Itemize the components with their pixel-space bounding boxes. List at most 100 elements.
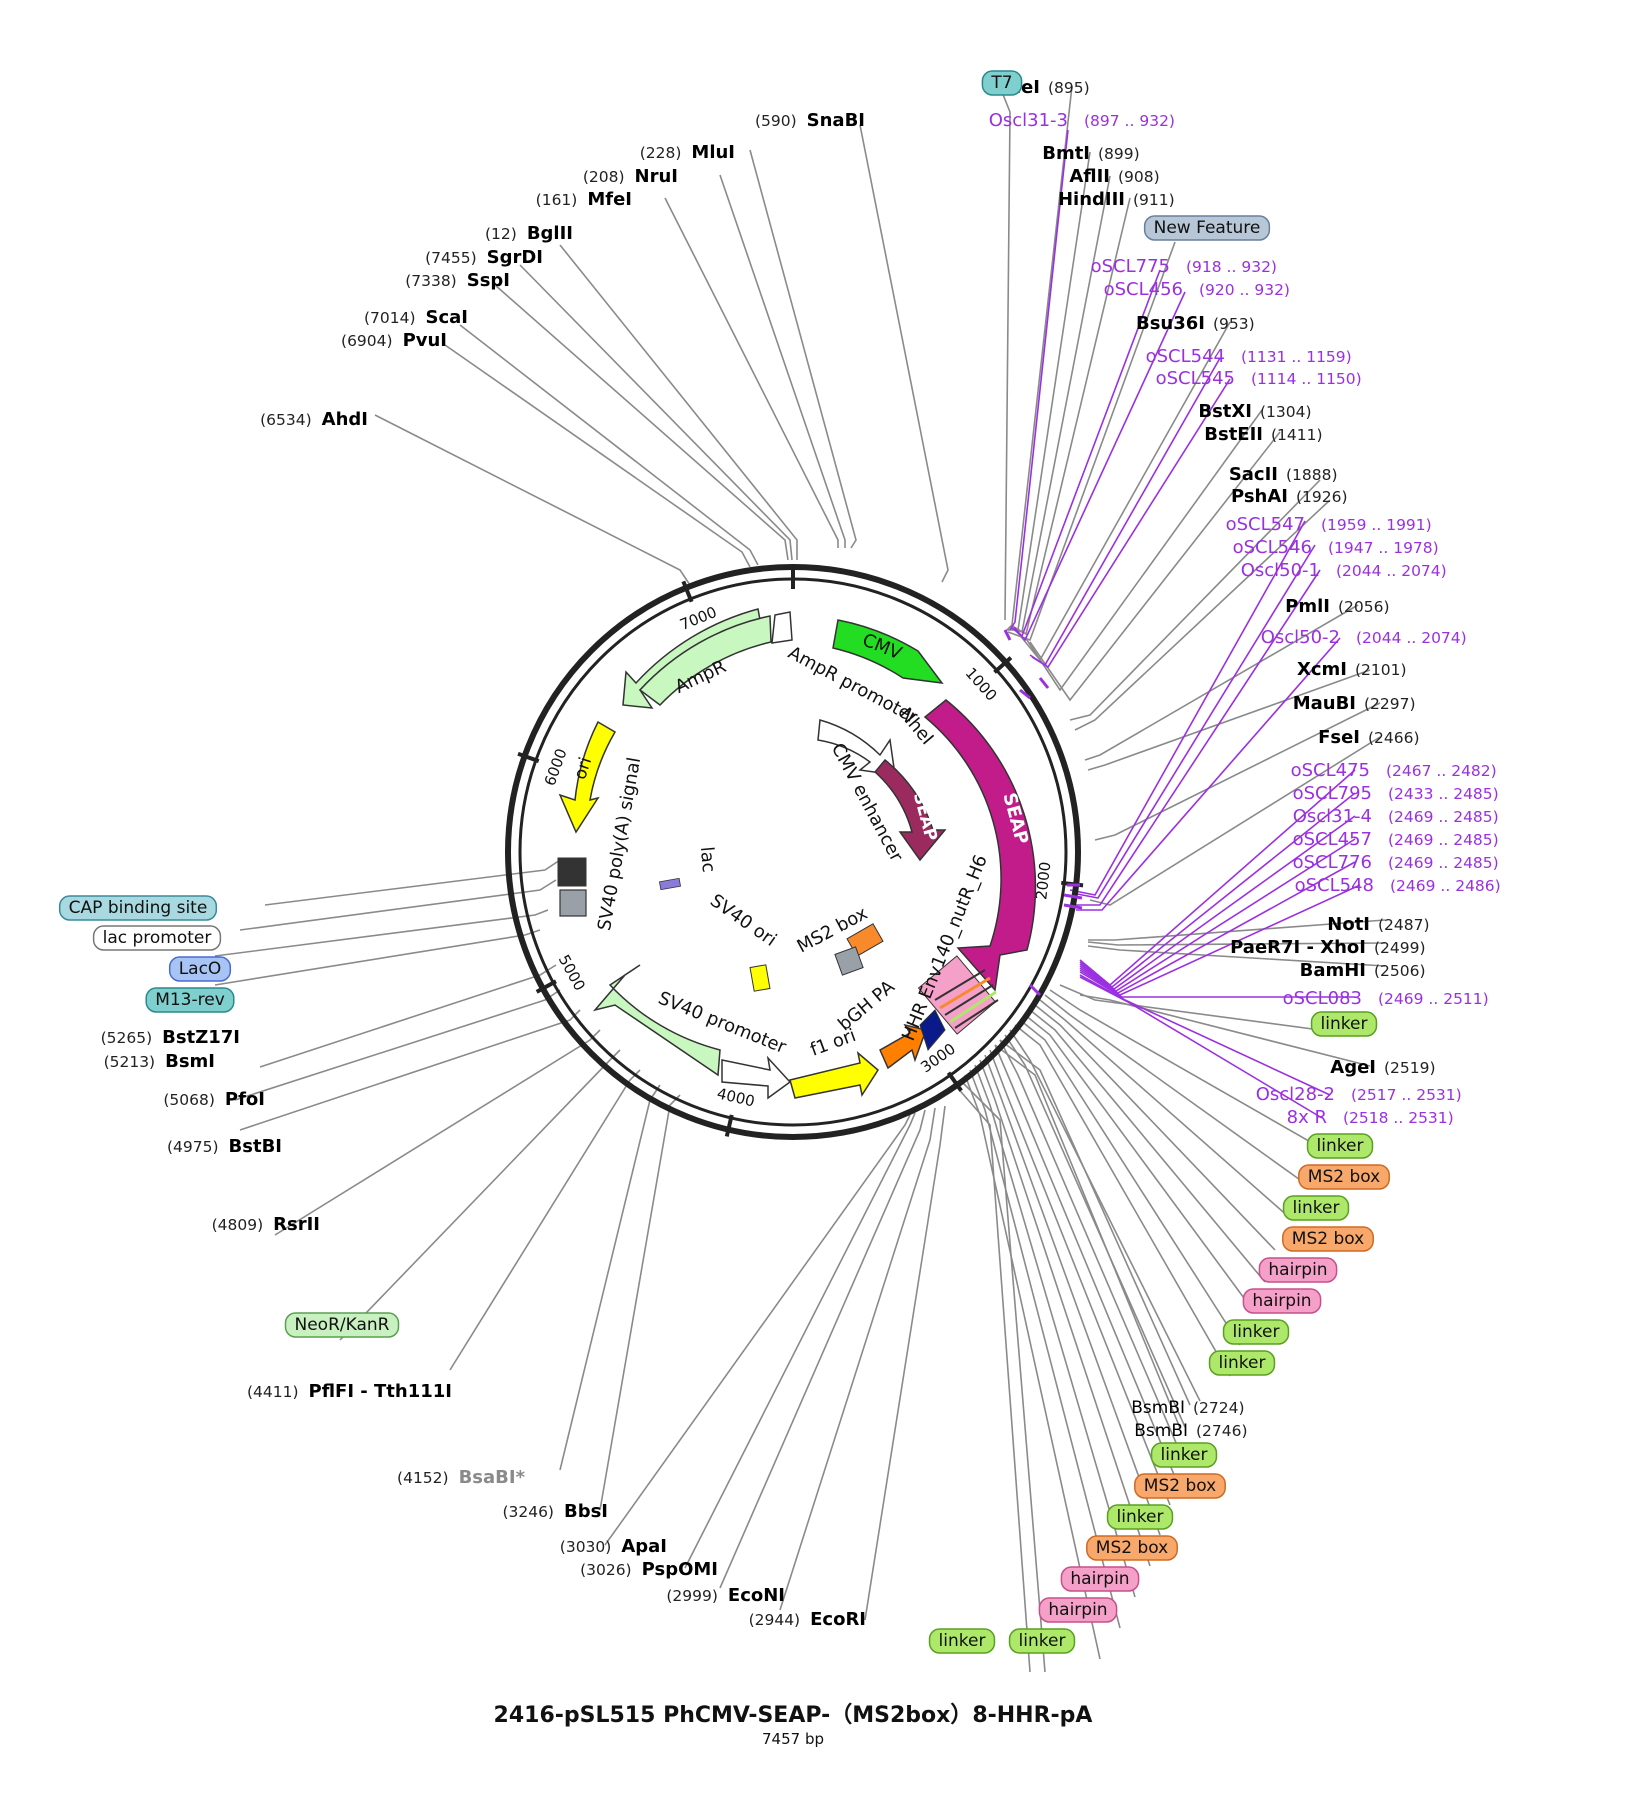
feature-pill-label: MS2 box [1096, 1538, 1168, 1558]
enzyme-position: (3026) [580, 1561, 632, 1579]
primer-range: (918 .. 932) [1186, 258, 1277, 276]
feature-pill-bg [1208, 1350, 1276, 1376]
enzyme-position: (2746) [1196, 1422, 1248, 1440]
ampr-body [638, 615, 772, 706]
seap-outer-arrow [923, 699, 1037, 992]
tick-6000 [517, 751, 540, 764]
feature-pill: linker [1150, 1442, 1218, 1468]
feature-pill: linker [1306, 1133, 1374, 1159]
enzyme-label: BstBI [229, 1136, 282, 1157]
primer-range: (2044 .. 2074) [1336, 562, 1447, 580]
feature-pill-label: MS2 box [1292, 1229, 1364, 1249]
feature-pill-bg [1242, 1288, 1322, 1314]
feature-pill: hairpin [1242, 1288, 1322, 1314]
feature-pill: linker [1106, 1504, 1174, 1530]
enzyme-position: (899) [1098, 145, 1140, 163]
feature-pill-bg [1282, 1195, 1350, 1221]
feature-arrows [557, 608, 1037, 1100]
sv40-ori-box [749, 964, 771, 992]
primer-label: oSCL548 [1295, 875, 1374, 896]
enzyme-position: (2506) [1374, 962, 1426, 980]
enzyme-position: (4809) [212, 1216, 264, 1234]
primer-label: Oscl50-1 [1241, 560, 1320, 581]
primer-range: (2469 .. 2485) [1388, 854, 1499, 872]
enzyme-label: ScaI [426, 307, 468, 328]
enzyme-position: (5265) [101, 1029, 153, 1047]
enzyme-label: BsmI [165, 1051, 215, 1072]
enzyme-position: (6904) [341, 332, 393, 350]
lac-label: lac [696, 846, 719, 874]
feature-pill: linker [1208, 1350, 1276, 1376]
feature-pill: hairpin [1258, 1257, 1338, 1283]
enzyme-position: (2487) [1378, 916, 1430, 934]
feature-pill: MS2 box [1086, 1535, 1178, 1561]
feature-pill-bg [1282, 1226, 1374, 1252]
enzyme-position: (2999) [666, 1587, 718, 1605]
hhr-arrow [919, 1009, 946, 1052]
feature-pill: CAP binding site [58, 895, 218, 921]
feature-pill-label: LacO [179, 959, 222, 979]
primer-range: (2469 .. 2485) [1388, 808, 1499, 826]
primer-label: oSCL545 [1156, 368, 1235, 389]
feature-pill-label: lac promoter [103, 928, 212, 948]
primer-range: (1131 .. 1159) [1241, 348, 1352, 366]
feature-pill-label: MS2 box [1144, 1476, 1216, 1496]
enzyme-label: BstZ17I [162, 1027, 240, 1048]
primer-range: (1959 .. 1991) [1321, 516, 1432, 534]
enzyme-label: PflFI - Tth111I [309, 1381, 453, 1402]
feature-pill-label: M13-rev [155, 990, 225, 1010]
feature-pill: linker [1222, 1319, 1290, 1345]
primer-label: Oscl31-4 [1293, 806, 1372, 827]
feature-pill-label: linker [1117, 1507, 1164, 1527]
primer-label: Oscl28-2 [1256, 1084, 1335, 1105]
tick-1000 [993, 656, 1013, 674]
primer-range: (2044 .. 2074) [1356, 629, 1467, 647]
enzyme-position: (7014) [364, 309, 416, 327]
f1-ori-label: f1 ori [807, 1025, 858, 1061]
enzyme-position: (2499) [1374, 939, 1426, 957]
enzyme-label: PaeR7I - XhoI [1230, 937, 1366, 958]
enzyme-position: (5068) [163, 1091, 215, 1109]
enzyme-label: BstEII [1204, 424, 1263, 445]
sv40-ori-label: SV40 ori [706, 890, 780, 951]
feature-pill-bg [1038, 1597, 1118, 1623]
feature-pill-bg [928, 1628, 996, 1654]
enzyme-label: EcoNI [728, 1585, 785, 1606]
enzyme-position: (895) [1048, 79, 1090, 97]
feature-pill-bg [1258, 1257, 1338, 1283]
lac-mark [658, 877, 682, 891]
feature-pill-bg [1134, 1473, 1226, 1499]
map-length: 7457 bp [762, 1730, 824, 1748]
cmv-arrow [832, 619, 944, 684]
enzyme-position: (1888) [1286, 466, 1338, 484]
enzyme-position: (3030) [560, 1538, 612, 1556]
primer-range: (2469 .. 2486) [1390, 877, 1501, 895]
feature-pill-bg [1150, 1442, 1218, 1468]
primer-label: oSCL456 [1104, 279, 1183, 300]
feature-pill-bg [1008, 1628, 1076, 1654]
leader-lines [214, 85, 1386, 1673]
feature-pill-bg [1298, 1164, 1390, 1190]
feature-pill-bg [1310, 1011, 1378, 1037]
primer-label: oSCL547 [1226, 514, 1305, 535]
enzyme-label: AgeI [1330, 1057, 1376, 1078]
feature-pill-label: linker [1019, 1631, 1066, 1651]
feature-pill-label: linker [1219, 1353, 1266, 1373]
feature-pill-label: hairpin [1048, 1600, 1107, 1620]
enzyme-label: PmlI [1285, 596, 1330, 617]
feature-pill: NeoR/KanR [284, 1312, 400, 1338]
primer-label: oSCL775 [1091, 256, 1170, 277]
feature-pill-label: linker [1161, 1445, 1208, 1465]
enzyme-label: PfoI [225, 1089, 265, 1110]
enzyme-label: BsmBI [1134, 1421, 1188, 1441]
feature-pill: MS2 box [1282, 1226, 1374, 1252]
enzyme-labels: NheI(895)BmtI(899)AflII(908)HindIII(911)… [101, 77, 1436, 1630]
enzyme-label: NotI [1327, 914, 1370, 935]
enzyme-position: (2724) [1193, 1399, 1245, 1417]
enzyme-label: MfeI [587, 189, 632, 210]
feature-pill-bg [284, 1312, 400, 1338]
enzyme-label: RsrII [273, 1214, 320, 1235]
feature-pill-bg [1306, 1133, 1374, 1159]
enzyme-label: MluI [691, 142, 735, 163]
feature-pill: linker [928, 1628, 996, 1654]
